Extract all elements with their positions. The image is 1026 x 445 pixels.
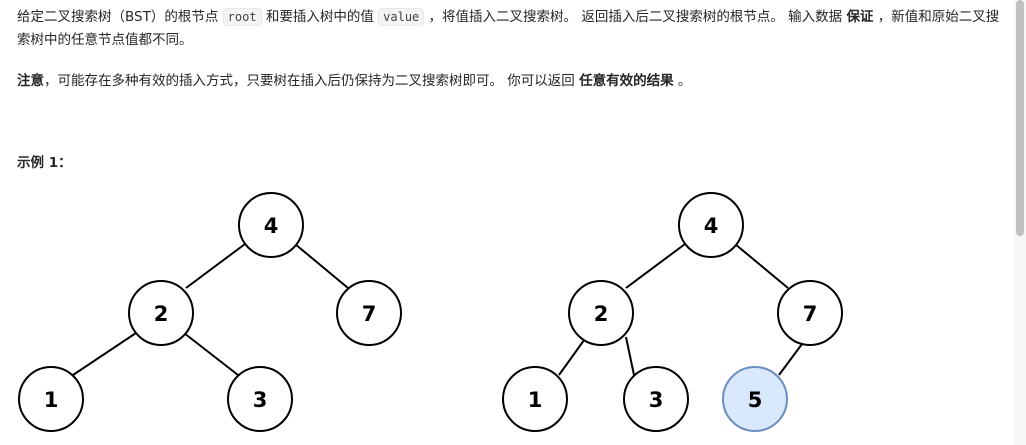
desc-text-2: 和要插入树中的值	[261, 9, 379, 25]
tree-node: 7	[336, 280, 402, 346]
edge-4-7	[294, 243, 349, 289]
note-bold-any-result: 任意有效的结果	[579, 73, 674, 89]
inserted-node: 5	[722, 366, 788, 432]
edge-4-7	[734, 243, 789, 289]
tree-node: 1	[18, 366, 84, 432]
node-value: 7	[362, 302, 377, 326]
tree-node: 2	[128, 280, 194, 346]
note-text-1: ，可能存在多种有效的插入方式，只要树在插入后仍保持为二叉搜索树即可。 你可以返回	[44, 73, 580, 89]
output-tree: 4 2 7 1 3 5	[502, 192, 843, 432]
node-value: 7	[803, 302, 818, 326]
tree-node: 7	[777, 280, 843, 346]
note-bold-label: 注意	[17, 73, 44, 89]
tree-node: 3	[623, 366, 689, 432]
edge-2-1	[558, 335, 588, 376]
tree-node: 1	[502, 366, 568, 432]
scrollbar-thumb[interactable]	[1016, 0, 1024, 236]
edge-2-1	[72, 332, 137, 376]
description-paragraph: 给定二叉搜索树（BST）的根节点 root 和要插入树中的值 value ，将值…	[17, 6, 1002, 52]
note-text-2: 。	[673, 73, 692, 89]
input-tree: 4 2 7 1 3	[18, 192, 402, 432]
node-value: 3	[649, 388, 664, 412]
note-paragraph: 注意，可能存在多种有效的插入方式，只要树在插入后仍保持为二叉搜索树即可。 你可以…	[17, 70, 1002, 93]
desc-text-3: ，将值插入二叉搜索树。 返回插入后二叉搜索树的根节点。 输入数据	[424, 9, 847, 25]
tree-node: 2	[568, 280, 634, 346]
tree-node: 4	[238, 192, 304, 258]
node-value: 1	[44, 388, 59, 412]
scrollbar[interactable]	[1014, 0, 1026, 445]
desc-text-4: ，新值和原始二叉搜索树中的任意节点值都不同。	[17, 9, 1000, 48]
edge-2-3	[625, 336, 635, 376]
node-value: 2	[154, 302, 169, 326]
desc-bold-guarantee: 保证	[846, 9, 874, 25]
edge-7-5	[778, 343, 803, 376]
edge-4-2	[185, 243, 246, 289]
edge-2-3	[183, 332, 239, 376]
tree-node: 4	[678, 192, 744, 258]
code-value: value	[378, 8, 425, 26]
node-value: 4	[264, 214, 279, 238]
edge-4-2	[625, 243, 686, 289]
node-value: 2	[594, 302, 609, 326]
node-value: 3	[253, 388, 268, 412]
node-value: 4	[704, 214, 719, 238]
desc-text-1: 给定二叉搜索树（BST）的根节点	[17, 9, 223, 25]
node-value: 5	[748, 388, 763, 412]
node-value: 1	[528, 388, 543, 412]
example-title: 示例 1：	[17, 155, 72, 171]
code-root: root	[222, 8, 262, 26]
tree-node: 3	[227, 366, 293, 432]
